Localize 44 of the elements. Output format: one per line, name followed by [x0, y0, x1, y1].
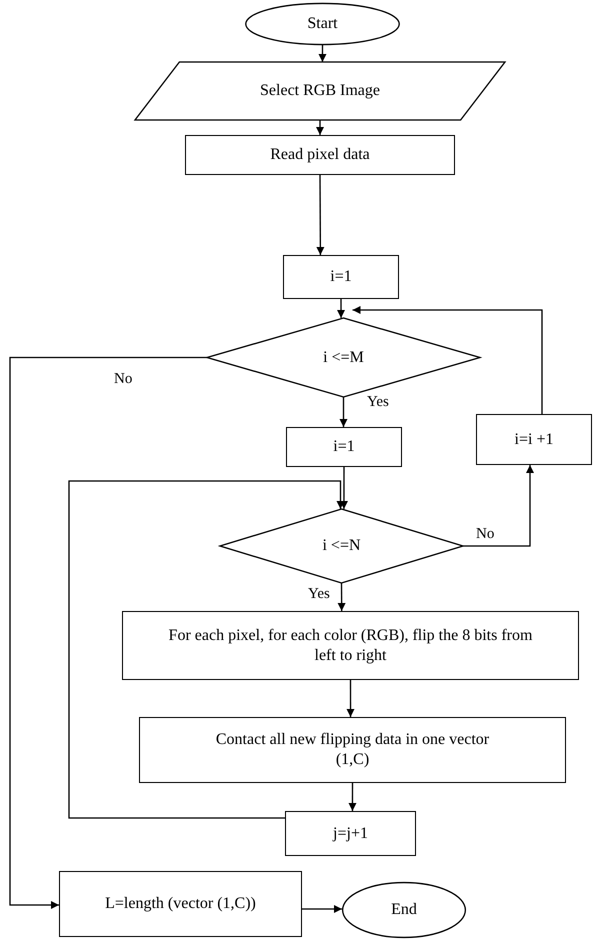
arrow: [316, 120, 324, 135]
arrow: [337, 299, 346, 318]
input-parallelogram: [135, 62, 505, 120]
arrow: [340, 467, 348, 509]
edge-label: No: [114, 370, 132, 388]
node-text: i=i +1: [514, 430, 554, 450]
decision-diamond: [220, 509, 463, 583]
node-text: i <=N: [322, 536, 361, 556]
node-text: Read pixel data: [270, 145, 370, 165]
process-box: [476, 414, 592, 465]
node-text: End: [391, 900, 417, 920]
node-text: j=j+1: [333, 824, 368, 844]
node-text: Contact all new flipping data in one vector (1,C): [214, 730, 490, 770]
decision-diamond: [207, 318, 480, 397]
arrow: [316, 175, 324, 255]
terminal-ellipse: [245, 3, 400, 45]
arrow: [9, 356, 207, 909]
arrow: [346, 680, 355, 717]
arrow: [68, 480, 344, 819]
arrow: [463, 465, 534, 547]
arrow: [348, 783, 356, 811]
node-text: i <=M: [323, 348, 364, 368]
node-text: i=1: [333, 437, 355, 457]
node-text: For each pixel, for each color (RGB), flip the 8 bits from left to right: [168, 626, 534, 666]
edge-label: No: [476, 525, 494, 543]
edge-label: Yes: [308, 585, 330, 603]
terminal-ellipse: [342, 882, 466, 938]
node-text: i=1: [330, 267, 352, 287]
node-text: Start: [307, 14, 338, 34]
process-box: [185, 135, 455, 175]
node-text: L=length (vector (1,C)): [105, 894, 256, 914]
process-box: [285, 811, 416, 856]
node-text: Select RGB Image: [260, 81, 380, 101]
arrow: [352, 306, 543, 414]
arrow: [302, 905, 342, 913]
arrow: [340, 397, 348, 427]
arrow: [318, 45, 326, 62]
process-box: [122, 611, 579, 680]
edge-label: Yes: [367, 393, 389, 411]
arrow: [338, 583, 346, 611]
process-box: [139, 717, 566, 783]
process-box: [286, 427, 402, 467]
process-box: [283, 255, 399, 299]
process-box: [59, 871, 302, 937]
